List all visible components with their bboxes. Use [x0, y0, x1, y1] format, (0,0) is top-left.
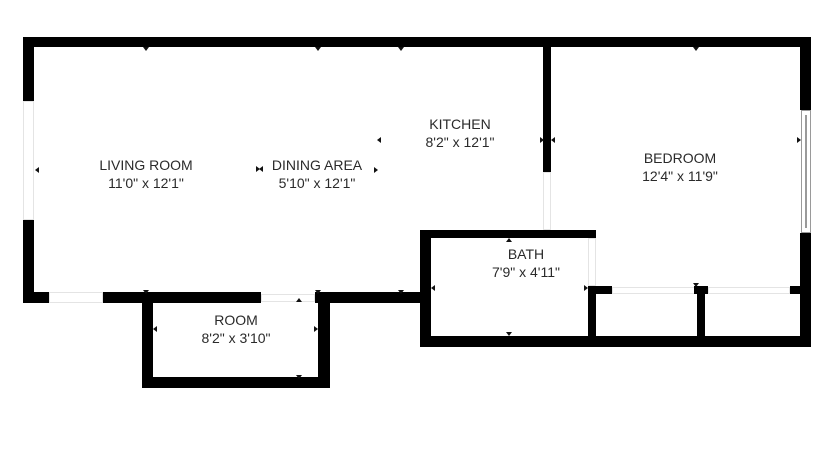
dimension-tick — [797, 137, 801, 143]
room-name: LIVING ROOM — [99, 157, 193, 173]
room-name: BATH — [507, 246, 545, 262]
wall-room-bottom — [142, 377, 330, 388]
dimension-tick — [551, 137, 555, 143]
wall-bath-top — [420, 230, 596, 238]
wall-room-right — [318, 292, 330, 388]
dimension-tick — [398, 47, 404, 51]
dimension-tick — [398, 290, 404, 294]
dimension-tick — [540, 137, 544, 143]
room-label-living-room: LIVING ROOM 11'0" x 12'1" — [99, 156, 192, 192]
dimension-tick — [256, 166, 260, 172]
dimension-tick — [314, 326, 318, 332]
room-dimensions: 12'4" x 11'9" — [642, 168, 718, 184]
opening-bottom-left — [49, 292, 103, 303]
wall-closet-stub-2 — [790, 286, 802, 294]
room-label-bath: BATH 7'9" x 4'11" — [492, 245, 560, 281]
dimension-tick — [143, 47, 149, 51]
dimension-tick — [506, 238, 512, 242]
room-name: ROOM — [214, 312, 258, 328]
room-dimensions: 11'0" x 12'1" — [108, 175, 184, 191]
door-closet-2 — [708, 287, 790, 294]
room-name: BEDROOM — [643, 150, 717, 166]
dimension-tick — [506, 332, 512, 336]
wall-closet-divider — [697, 286, 705, 341]
room-dimensions: 8'2" x 12'1" — [425, 134, 495, 150]
wall-left-lower — [23, 220, 34, 303]
door-bath — [588, 238, 596, 286]
dimension-tick — [693, 283, 699, 287]
wall-right-lower — [800, 233, 811, 347]
wall-closet-stub-1 — [588, 286, 612, 294]
door-closet-1 — [612, 287, 697, 294]
dimension-tick — [35, 167, 39, 173]
dimension-tick — [431, 285, 435, 291]
wall-bottom-left-stub — [23, 292, 49, 303]
opening-kitchen-bedroom — [543, 172, 551, 230]
dimension-tick — [296, 375, 302, 379]
window-bedroom — [801, 110, 811, 233]
room-label-dining-area: DINING AREA 5'10" x 12'1" — [272, 156, 362, 192]
room-dimensions: 7'9" x 4'11" — [492, 264, 560, 280]
dimension-tick — [315, 47, 321, 51]
wall-bath-right — [588, 286, 596, 341]
door-room — [261, 294, 315, 302]
dimension-tick — [153, 326, 157, 332]
wall-bottom-dining — [315, 292, 431, 303]
dimension-tick — [374, 167, 378, 173]
wall-top — [23, 37, 811, 47]
dimension-tick — [259, 166, 263, 172]
dimension-tick — [377, 137, 381, 143]
room-name: KITCHEN — [429, 116, 491, 132]
dimension-tick — [143, 290, 149, 294]
room-label-room: ROOM 8'2" x 3'10" — [202, 311, 271, 347]
room-dimensions: 5'10" x 12'1" — [278, 175, 356, 191]
wall-bath-left — [420, 230, 431, 347]
wall-kitchen-bedroom — [543, 37, 551, 172]
dimension-tick — [584, 285, 588, 291]
room-label-kitchen: KITCHEN 8'2" x 12'1" — [426, 115, 495, 151]
room-dimensions: 8'2" x 3'10" — [201, 330, 271, 346]
opening-left — [23, 101, 34, 220]
room-label-bedroom: BEDROOM 12'4" x 11'9" — [642, 149, 718, 185]
room-name: DINING AREA — [271, 157, 363, 173]
wall-right-upper — [800, 37, 811, 110]
dimension-tick — [693, 47, 699, 51]
dimension-tick — [296, 298, 302, 302]
wall-left-upper — [23, 37, 34, 101]
wall-bottom-right — [420, 336, 811, 347]
wall-room-left — [142, 292, 153, 388]
wall-bottom-living — [103, 292, 261, 303]
dimension-tick — [315, 290, 321, 294]
